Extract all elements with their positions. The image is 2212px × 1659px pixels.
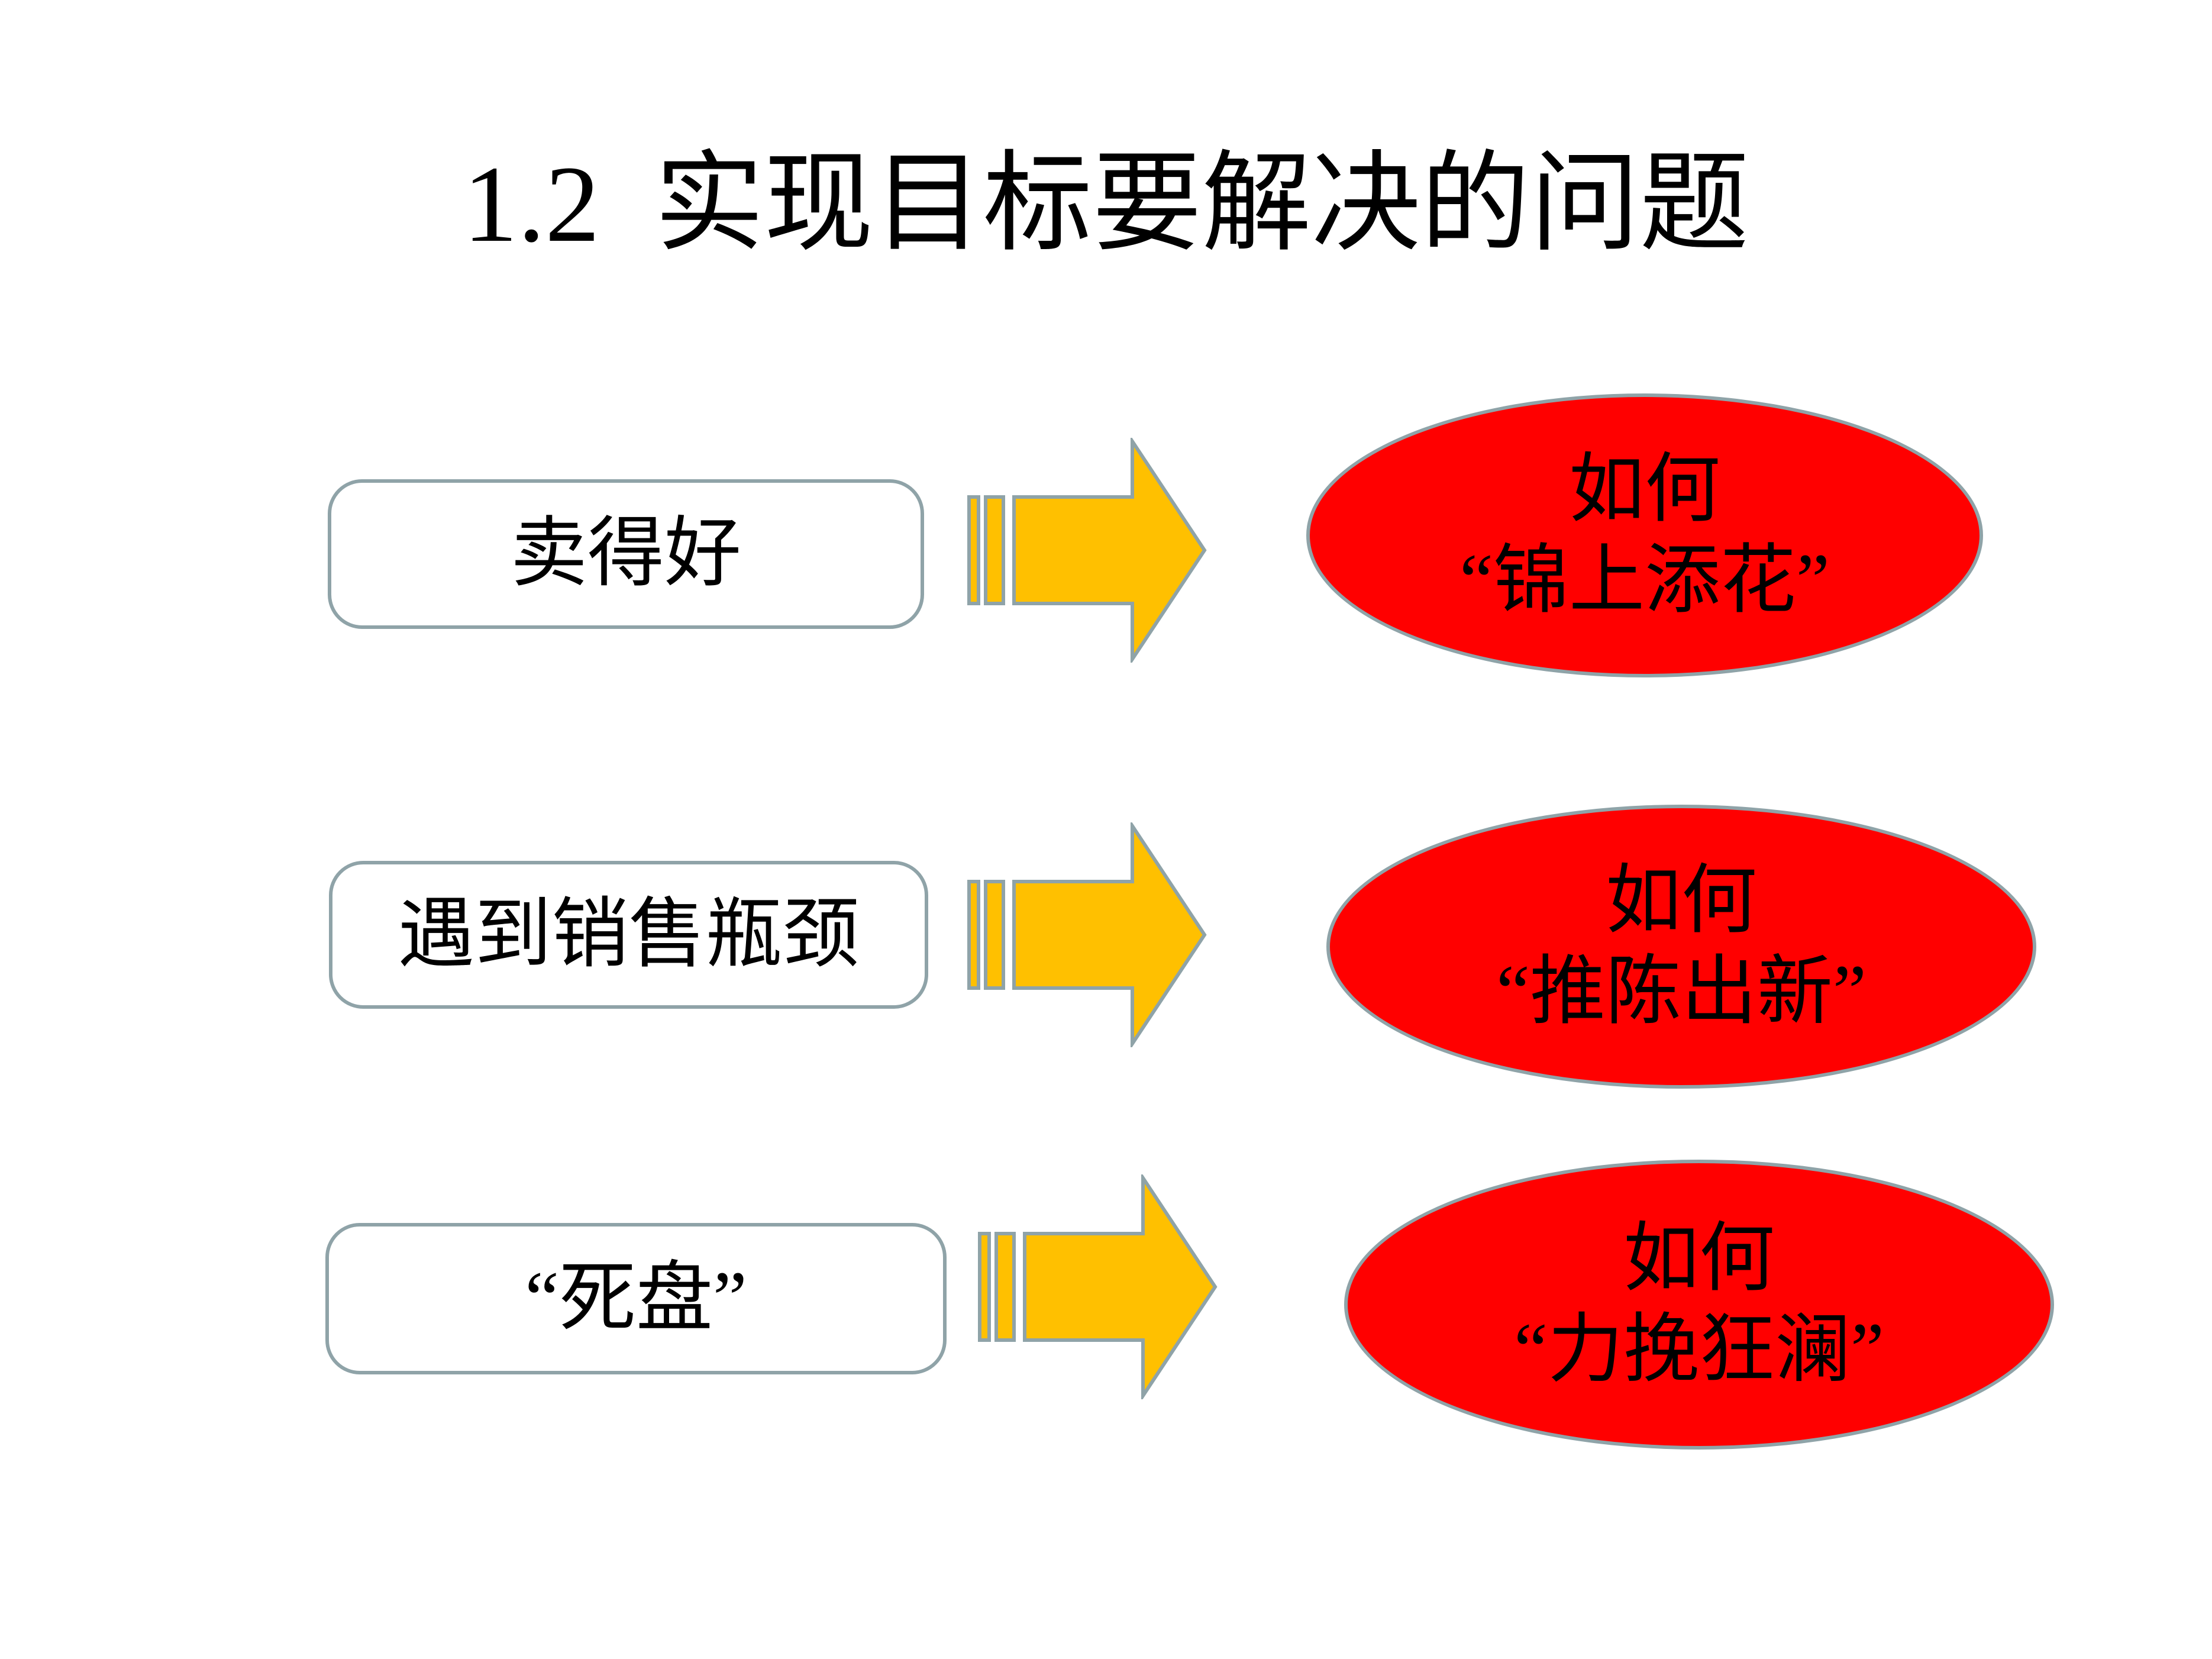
solution-ellipse-turn-the-tide: 如何 “力挽狂澜”: [1344, 1160, 2054, 1450]
problem-box-sales-bottleneck: 遇到销售瓶颈: [329, 861, 928, 1009]
striped-right-arrow-icon: [978, 1174, 1218, 1399]
problem-box-label: 卖得好: [510, 511, 741, 596]
striped-right-arrow-icon: [967, 438, 1207, 663]
arrow-stripe-thick: [984, 880, 1005, 990]
arrow-shape: [1012, 822, 1207, 1047]
ellipse-line-1: 如何: [1623, 1216, 1775, 1301]
problem-box-label: 遇到销售瓶颈: [398, 892, 860, 977]
problem-box-sells-well: 卖得好: [328, 479, 924, 629]
arrow-shape: [1012, 438, 1207, 663]
solution-ellipse-bring-forth-new: 如何 “推陈出新”: [1326, 805, 2036, 1089]
arrow-stripe-thick: [984, 495, 1005, 605]
arrow-stripe-thin: [967, 880, 980, 990]
arrow-shape: [1023, 1174, 1218, 1399]
arrow-stripe-thin: [967, 495, 980, 605]
problem-box-label: “死盘”: [525, 1255, 747, 1341]
ellipse-line-2: “力挽狂澜”: [1514, 1308, 1884, 1392]
arrow-stripe-thin: [978, 1232, 991, 1342]
ellipse-line-1: 如何: [1605, 858, 1757, 943]
arrow-stripe-thick: [994, 1232, 1016, 1342]
problem-box-dead-market: “死盘”: [325, 1223, 947, 1374]
striped-right-arrow-icon: [967, 822, 1207, 1047]
ellipse-line-1: 如何: [1568, 447, 1720, 532]
ellipse-line-2: “锦上添花”: [1459, 538, 1830, 622]
slide-title: 1.2 实现目标要解决的问题: [463, 144, 1749, 265]
ellipse-line-2: “推陈出新”: [1496, 950, 1867, 1034]
solution-ellipse-icing-on-cake: 如何 “锦上添花”: [1306, 393, 1983, 677]
